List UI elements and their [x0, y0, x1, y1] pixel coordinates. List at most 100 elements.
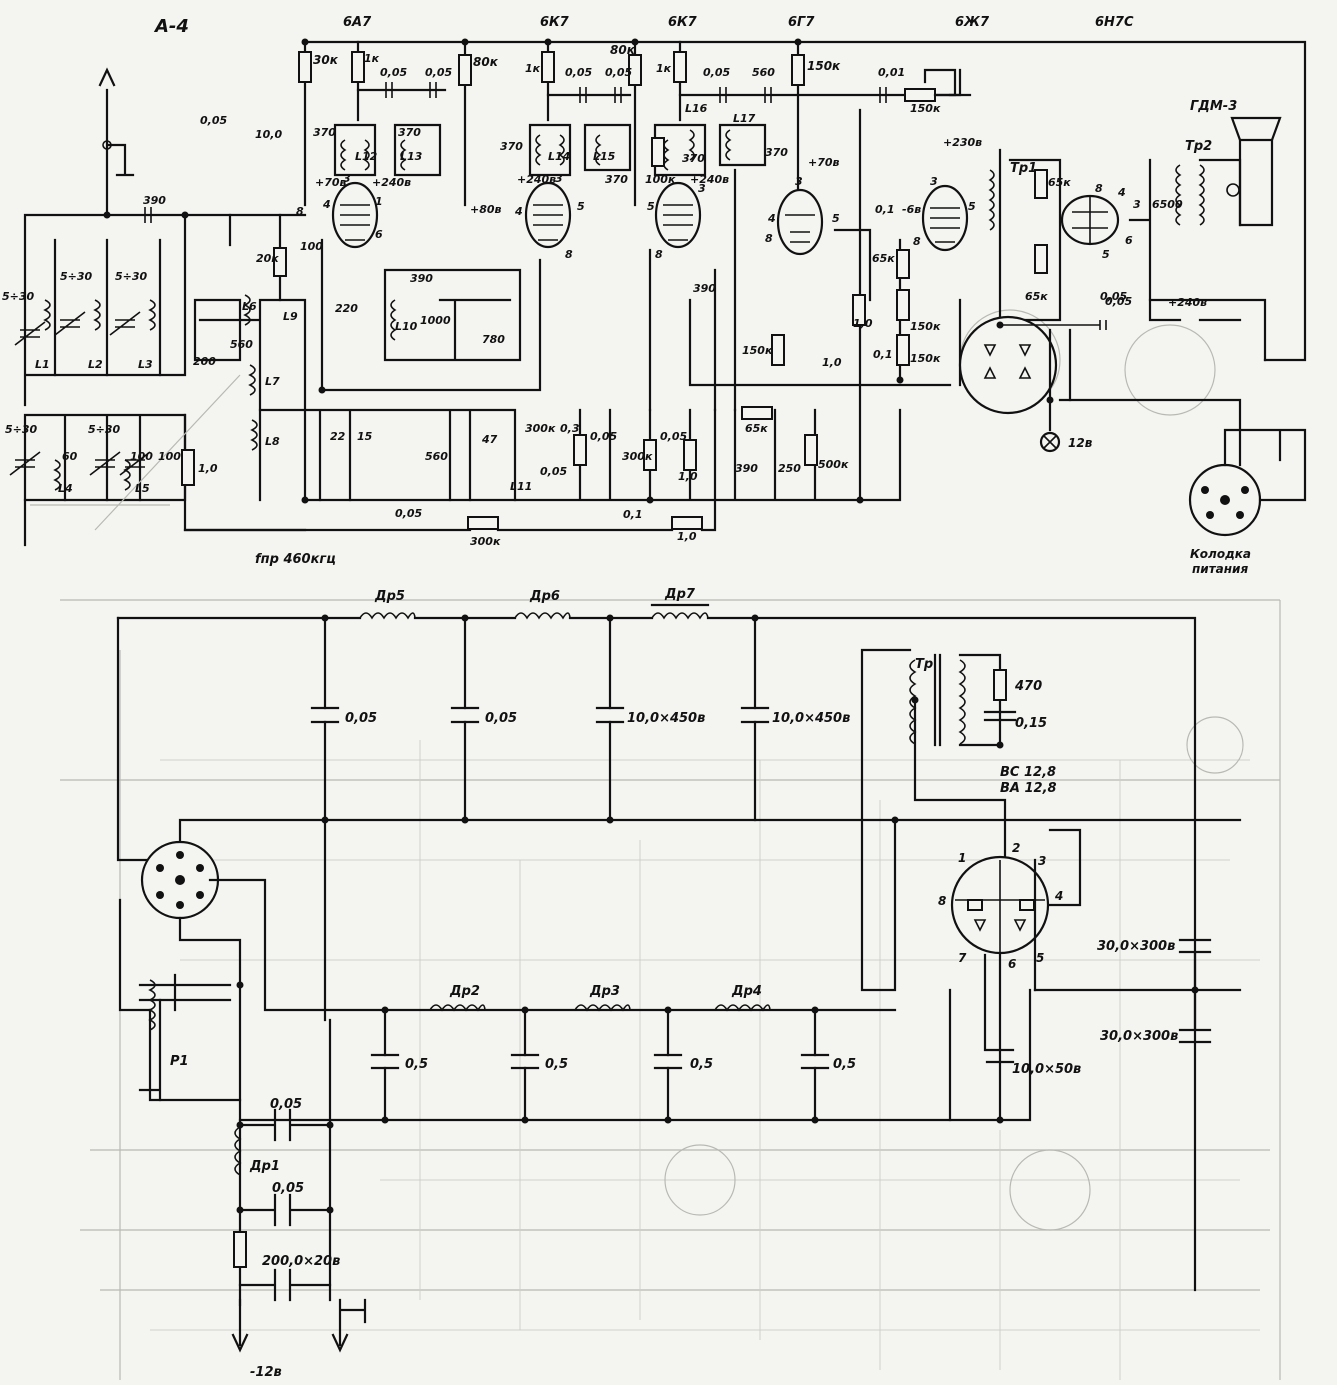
power-supply-schematic: [116, 603, 1242, 1353]
pin-label: 2: [1012, 841, 1020, 855]
pin-label: 5: [832, 212, 840, 225]
trimmer-label: 5÷30: [115, 270, 148, 283]
value-label: 390: [693, 282, 716, 295]
resistor-30k: [298, 51, 312, 83]
value-label: 30к: [313, 53, 339, 67]
tube-label: 6Н7С: [1095, 15, 1134, 30]
coil-label: L13: [400, 150, 423, 163]
fuse: [233, 1231, 247, 1268]
voltage-label: +240в: [517, 173, 556, 186]
coil-label: L16: [685, 102, 708, 115]
resistor-65k: [741, 406, 773, 420]
value-label: 200: [193, 355, 216, 368]
value-label: 65к: [745, 422, 768, 435]
choke-label: Др1: [249, 1159, 280, 1174]
socket-label: Колодка: [1190, 547, 1251, 561]
potentiometer-500k: [804, 434, 818, 466]
value-label: 1,0: [678, 470, 698, 483]
value-label: 100: [130, 450, 153, 463]
pin-label: 6: [375, 228, 383, 241]
labels: А-4 6А7 6К7 6К7 6Г7 6Ж7 6Н7С ГДМ-3 Тр1 Т…: [2, 15, 1251, 1380]
pin-label: 8: [913, 235, 921, 248]
trimmer-label: 5÷30: [88, 423, 121, 436]
resistor-1-0: [671, 516, 703, 530]
value-label: 0,05: [272, 1181, 304, 1196]
value-label: 1к: [525, 62, 541, 75]
pin-label: 1: [375, 195, 383, 208]
coil-label: L17: [733, 112, 756, 125]
value-label: 0,05: [1100, 290, 1127, 303]
choke-label: Др7: [664, 587, 696, 602]
value-label: 0,15: [1015, 716, 1047, 731]
pin-label: 8: [565, 248, 573, 261]
value-label: 0,05: [565, 66, 592, 79]
resistor-1-0: [683, 439, 697, 471]
value-label: 0,05: [270, 1097, 302, 1112]
value-label: 370: [605, 173, 628, 186]
value-label: 0,05: [660, 430, 687, 443]
value-label: 0,5: [690, 1057, 713, 1072]
pin-label: 8: [1095, 182, 1103, 195]
value-label: 0,05: [200, 114, 227, 127]
value-label: 30,0×300в: [1100, 1029, 1178, 1044]
pin-label: 5: [647, 200, 655, 213]
resistor-470: [993, 669, 1007, 701]
junctions: [103, 38, 1054, 504]
choke-label: Др6: [529, 589, 560, 604]
value-label: 100: [300, 240, 323, 253]
pin-label: 8: [938, 894, 946, 908]
pin-label: 6: [1125, 234, 1133, 247]
value-label: 390: [735, 462, 758, 475]
voltage-label: +80в: [470, 203, 502, 216]
resistor-150k: [791, 54, 805, 86]
value-label: 0,5: [405, 1057, 428, 1072]
coil-label: L3: [138, 358, 153, 371]
tube-6n7s: [1060, 194, 1120, 246]
pin-label: 5: [577, 200, 585, 213]
supply-voltage: -12в: [250, 1365, 282, 1380]
value-label: 1к: [364, 52, 380, 65]
tube-label: 6Ж7: [955, 15, 990, 30]
receiver-schematic: [9, 38, 1307, 547]
value-label: 300к: [525, 422, 556, 435]
coil-label: L12: [355, 150, 378, 163]
value-label: 1,0: [198, 462, 218, 475]
value-label: 370: [398, 126, 421, 139]
value-label: 0,05: [1105, 295, 1132, 308]
value-label: 0,05: [590, 430, 617, 443]
value-label: 560: [425, 450, 448, 463]
value-label: 0,05: [703, 66, 730, 79]
value-label: 100к: [645, 173, 676, 186]
value-label: 80к: [473, 55, 499, 69]
pin-label: 3: [1038, 854, 1046, 868]
ps-junctions: [236, 614, 1199, 1214]
value-label: 150к: [910, 320, 941, 333]
coil-label: L6: [242, 300, 257, 313]
resistor-1k: [351, 51, 365, 83]
coil-label: L11: [510, 480, 532, 493]
coil-label: L8: [265, 435, 280, 448]
value-label: 390: [143, 194, 166, 207]
voltage-label: +70в: [315, 176, 347, 189]
choke-label: Др4: [731, 984, 762, 999]
value-label: 1000: [420, 314, 451, 327]
value-label: 0,3: [560, 422, 580, 435]
pin-label: 8: [765, 232, 773, 245]
resistor-65k: [896, 249, 910, 279]
trimmer-label: 5÷30: [60, 270, 93, 283]
resistor-300k: [467, 516, 499, 530]
resistor-1-0: [181, 449, 195, 486]
value-label: 470: [1014, 679, 1042, 694]
value-label: 47: [481, 433, 498, 446]
value-label: 30,0×300в: [1097, 939, 1175, 954]
value-label: 0,05: [605, 66, 632, 79]
value-label: 10,0×450в: [772, 711, 850, 726]
value-label: 1,0: [853, 317, 873, 330]
volume-potentiometer: [904, 88, 936, 102]
pin-label: 5: [1102, 248, 1110, 261]
value-label: 20к: [256, 252, 279, 265]
pin-label: 3: [930, 175, 938, 188]
tube-label: 6К7: [540, 15, 570, 30]
voltage-label: +230в: [943, 136, 982, 149]
